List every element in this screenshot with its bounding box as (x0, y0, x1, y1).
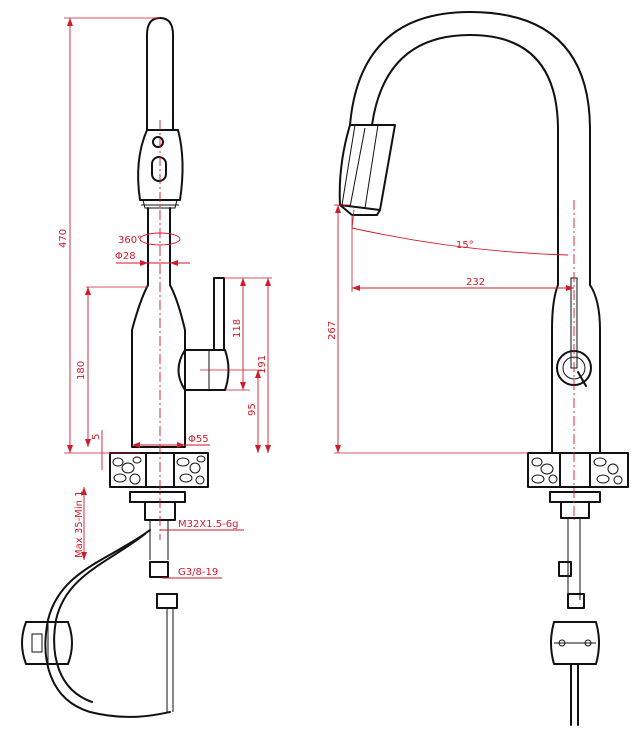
dim-hose-connector: G3/8-19 (178, 567, 218, 578)
dim-base-gap: 5 (91, 434, 102, 440)
dim-base-diameter: Φ55 (188, 434, 209, 445)
dim-rotation: 360° (118, 235, 142, 246)
handle-lever (213, 277, 225, 351)
front-base-plate (527, 452, 629, 488)
spout-tube (146, 17, 174, 131)
faucet-body (131, 284, 186, 448)
dim-deck-thickness: Max 35-Min 1 (74, 491, 85, 558)
dim-spout-reach: 232 (466, 277, 485, 288)
side-view: 470 180 5 Max 35-Min 1 360° Φ28 118 191 … (21, 17, 272, 718)
spray-button-upper (152, 136, 164, 148)
base-plate (109, 452, 209, 488)
neck (147, 207, 171, 286)
dim-neck-diameter: Φ28 (115, 251, 136, 262)
dim-handle-length: 118 (232, 319, 243, 338)
dim-total-height: 470 (58, 229, 69, 248)
front-spray-head (338, 124, 396, 211)
handle-barrel (177, 349, 230, 391)
rotation-arc (139, 232, 181, 246)
hose-weight (21, 621, 73, 665)
dim-spout-height: 267 (327, 321, 338, 340)
front-faucet-body (551, 284, 601, 454)
hose-fitting (156, 593, 178, 609)
dim-body-height: 180 (76, 361, 87, 380)
spray-button (151, 156, 167, 182)
connector-nut (149, 561, 169, 578)
mounting-nut (129, 491, 186, 503)
front-hose-weight (550, 621, 600, 665)
dim-handle-offset: 95 (247, 403, 258, 416)
dim-spout-angle: 15° (456, 240, 474, 251)
dim-overall-body-height: 191 (257, 355, 268, 374)
front-view: 15° 232 267 (327, 11, 629, 726)
gooseneck-spout (371, 34, 559, 286)
spout-angle-arc (351, 227, 569, 256)
dim-thread-size: M32X1.5-6g (178, 519, 238, 530)
